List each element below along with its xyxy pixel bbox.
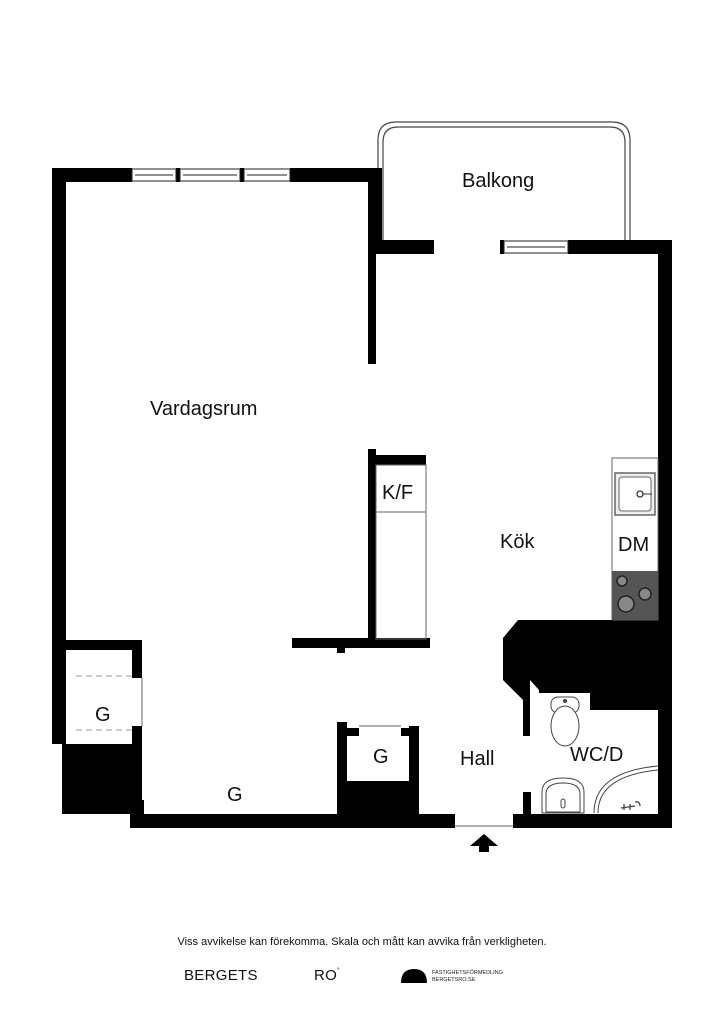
walls bbox=[52, 168, 672, 828]
brand-left: BERGETS bbox=[184, 967, 258, 984]
disclaimer: Viss avvikelse kan förekomma. Skala och … bbox=[177, 936, 547, 948]
brand-right: RO˚ bbox=[314, 967, 340, 984]
brand-mark: ˚ bbox=[337, 967, 341, 976]
brand-logo-icon bbox=[401, 969, 427, 983]
brand-right-text: RO bbox=[314, 967, 338, 984]
room-label-g-left: G bbox=[95, 704, 111, 726]
room-label-balkong: Balkong bbox=[462, 170, 535, 192]
shower-icon bbox=[593, 765, 659, 814]
room-label-kf: K/F bbox=[382, 482, 414, 504]
room-label-kok: Kök bbox=[500, 531, 535, 553]
balcony-railing bbox=[377, 121, 631, 240]
room-label-wcd: WC/D bbox=[570, 744, 624, 766]
washbasin-icon bbox=[541, 777, 585, 814]
windows bbox=[131, 168, 569, 254]
fridge-freezer bbox=[375, 464, 427, 640]
arrow-up-icon bbox=[470, 834, 498, 852]
room-label-dm: DM bbox=[618, 534, 650, 556]
room-label-vardagsrum: Vardagsrum bbox=[150, 398, 258, 420]
toilet-icon bbox=[550, 696, 580, 747]
room-label-hall: Hall bbox=[460, 748, 495, 770]
tagline-2: BERGETSRO.SE bbox=[432, 977, 476, 983]
tagline-1: FASTIGHETSFÖRMEDLING bbox=[432, 970, 503, 976]
room-label-g-center: G bbox=[373, 746, 389, 768]
room-label-g-bottom: G bbox=[227, 784, 243, 806]
